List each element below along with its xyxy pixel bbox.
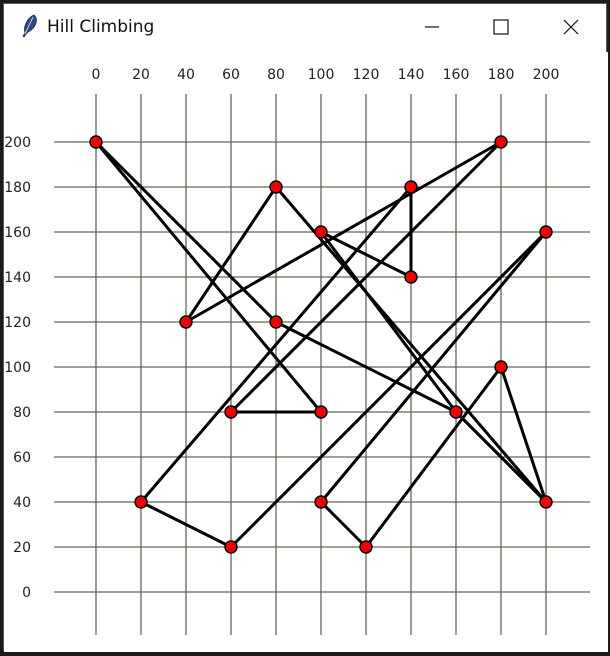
city-point — [539, 495, 553, 509]
route-segment — [139, 185, 413, 504]
y-tick-label: 140 — [4, 270, 31, 286]
close-icon — [563, 19, 579, 35]
city-point — [314, 225, 328, 239]
route-segment — [229, 230, 548, 549]
route-segment — [364, 365, 503, 549]
x-tick-label: 20 — [132, 67, 150, 83]
city-point — [224, 405, 238, 419]
x-tick-label: 120 — [353, 67, 380, 83]
window-title: Hill Climbing — [47, 17, 155, 37]
x-tick-label: 140 — [398, 67, 425, 83]
y-tick-label: 200 — [4, 135, 31, 151]
y-tick-label: 80 — [13, 405, 31, 421]
y-tick-label: 120 — [4, 315, 31, 331]
city-point — [494, 360, 508, 374]
route-segment — [274, 320, 458, 414]
route-segment — [454, 410, 548, 504]
city-point — [539, 225, 553, 239]
route-segment — [319, 230, 458, 414]
route-segment — [184, 185, 278, 324]
y-tick-label: 20 — [13, 540, 31, 556]
city-point — [404, 180, 418, 194]
route-segment — [94, 140, 278, 324]
y-tick-label: 100 — [4, 360, 31, 376]
city-point — [359, 540, 373, 554]
minimize-icon — [425, 26, 439, 28]
route-segment — [94, 140, 323, 414]
route-segment — [499, 365, 548, 504]
maximize-icon — [493, 19, 509, 35]
feather-icon — [22, 14, 37, 38]
route-segment — [319, 500, 368, 549]
route-segment — [319, 230, 413, 279]
x-tick-label: 200 — [533, 67, 560, 83]
city-point — [89, 135, 103, 149]
y-tick-label: 180 — [4, 180, 31, 196]
x-tick-label: 100 — [308, 67, 335, 83]
maximize-button[interactable] — [478, 4, 524, 50]
x-tick-label: 40 — [177, 67, 195, 83]
city-point — [269, 315, 283, 329]
minimize-button[interactable] — [409, 4, 455, 50]
city-point — [314, 495, 328, 509]
city-point — [314, 405, 328, 419]
city-point — [179, 315, 193, 329]
x-tick-label: 60 — [222, 67, 240, 83]
x-tick-label: 180 — [488, 67, 515, 83]
app-window: Hill Climbing 0 20 40 60 80 100 120 140 160 180 20… — [3, 3, 608, 652]
x-tick-label: 80 — [267, 67, 285, 83]
route-segment — [229, 140, 503, 414]
close-button[interactable] — [548, 4, 594, 50]
y-tick-label: 160 — [4, 225, 31, 241]
route-segment — [139, 500, 233, 549]
x-tick-label: 160 — [443, 67, 470, 83]
y-tick-label: 0 — [22, 585, 31, 601]
y-tick-label: 60 — [13, 450, 31, 466]
route-segment — [184, 140, 503, 324]
city-point — [494, 135, 508, 149]
city-point — [404, 270, 418, 284]
x-tick-label: 0 — [92, 67, 101, 83]
city-point — [449, 405, 463, 419]
city-point — [224, 540, 238, 554]
y-tick-label: 40 — [13, 495, 31, 511]
title-bar[interactable]: Hill Climbing — [4, 4, 606, 52]
route-segment — [319, 230, 548, 504]
city-point — [269, 180, 283, 194]
city-point — [134, 495, 148, 509]
route-segment — [274, 185, 548, 504]
